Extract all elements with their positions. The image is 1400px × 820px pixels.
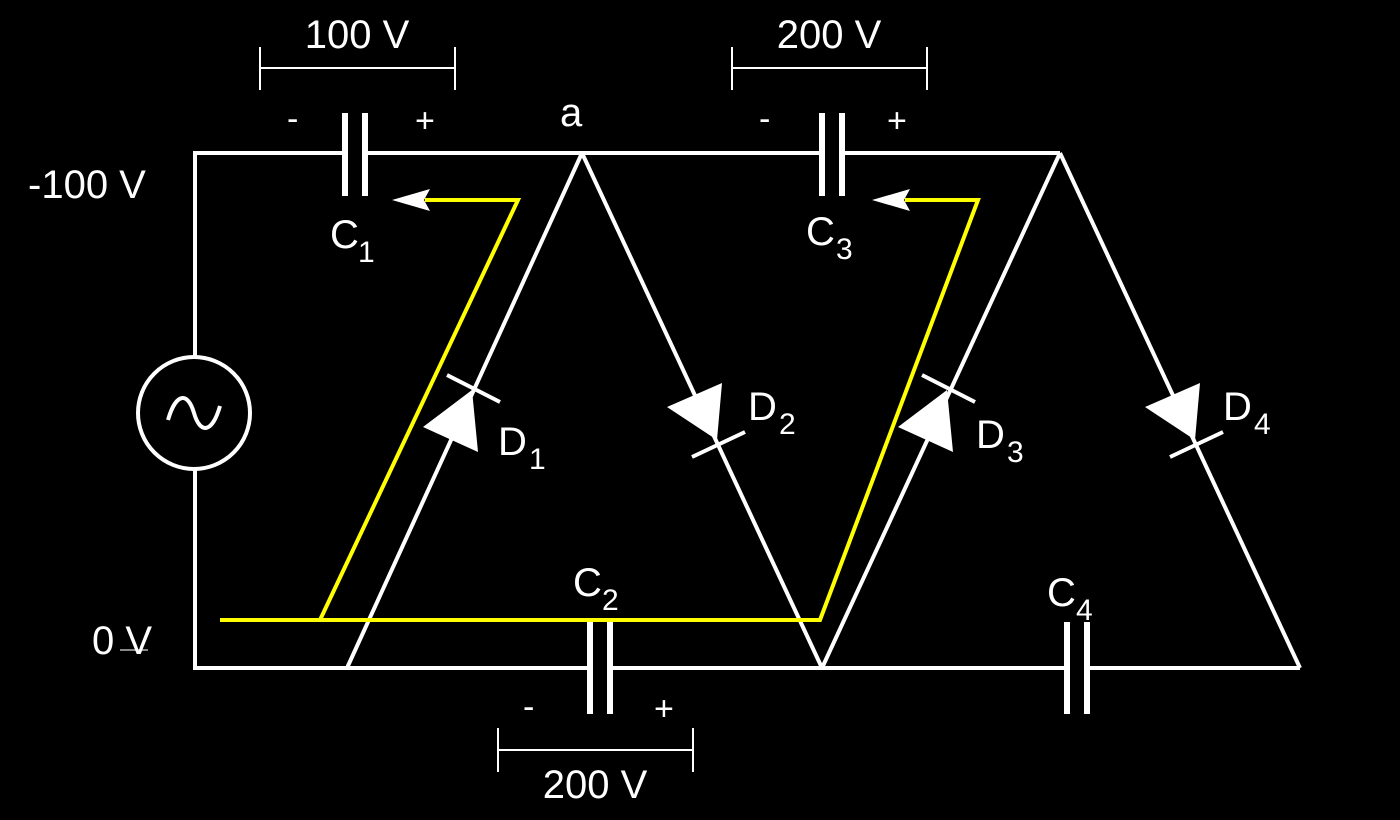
wire-bottom-left [193,470,590,670]
svg-text:2: 2 [779,408,796,441]
svg-text:3: 3 [836,233,853,266]
c1-plus-sign: + [415,102,435,140]
svg-text:D: D [1223,385,1252,429]
svg-text:C: C [330,213,359,257]
svg-text:1: 1 [358,236,375,269]
dimension-c1 [259,47,456,90]
left-voltage-label: -100 V [28,163,146,207]
ground-voltage-label: 0 V [92,619,152,663]
capacitor-c3 [819,113,845,196]
c2-plus-sign: + [654,690,674,728]
arrowhead-icon [392,189,430,211]
svg-text:1: 1 [529,443,546,476]
diode-d4 [1145,383,1224,459]
dimension-c2 [497,728,694,772]
c2-voltage-label: 200 V [543,763,648,807]
svg-text:C: C [573,561,602,605]
svg-text:4: 4 [1254,408,1271,441]
svg-text:D: D [976,413,1005,457]
svg-text:D: D [748,385,777,429]
c1-minus-sign: - [287,100,298,138]
c3-minus-sign: - [759,100,770,138]
c2-minus-sign: - [523,688,534,726]
dimension-c3 [731,47,928,90]
diode-d2 [667,383,746,459]
capacitor-c2 [587,622,613,714]
arrowhead-icon [872,189,910,211]
ac-source-circle [136,355,252,471]
ac-source [136,355,252,471]
c1-voltage-label: 100 V [305,13,410,57]
wire-top-left [193,151,345,358]
svg-text:2: 2 [602,584,619,617]
sine-wave-icon [166,396,222,430]
svg-text:4: 4 [1076,594,1093,627]
current-path [220,189,981,622]
svg-text:C: C [806,210,835,254]
node-a-label: a [560,91,583,135]
diode-d1 [423,373,501,452]
current-path-c1 [318,198,522,621]
c3-voltage-label: 200 V [777,13,882,57]
capacitor-c4 [1064,622,1090,714]
svg-text:C: C [1047,571,1076,615]
svg-text:D: D [498,420,527,464]
diode-d3 [898,373,976,452]
svg-text:3: 3 [1007,436,1024,469]
c3-plus-sign: + [887,102,907,140]
current-path-c3 [220,198,981,622]
capacitor-c1 [342,113,368,196]
